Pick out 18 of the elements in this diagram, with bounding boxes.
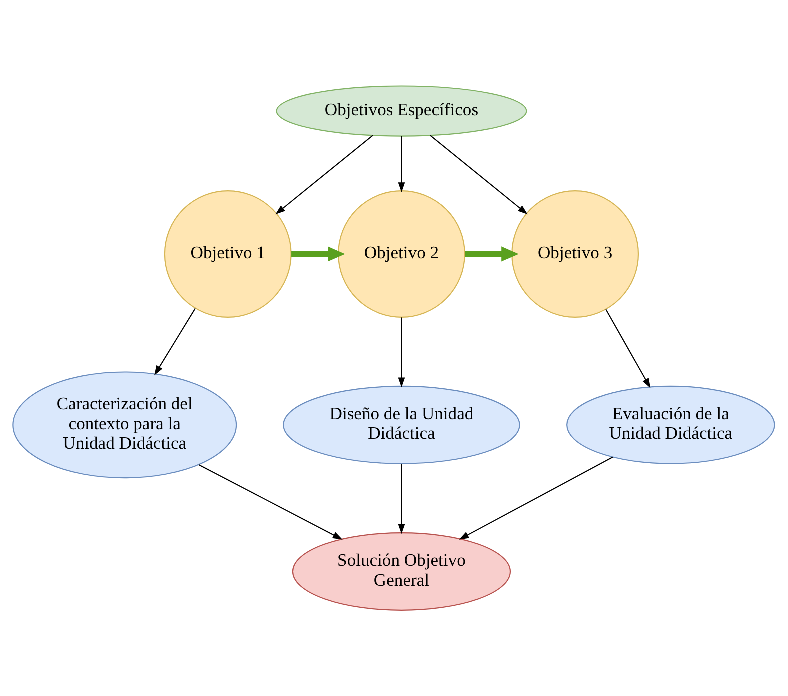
arrow (398, 317, 406, 388)
arrow (292, 246, 346, 262)
arrow (276, 134, 374, 214)
arrow (398, 464, 406, 534)
node-ellipse: Diseño de la Unidad Didáctica (283, 385, 520, 464)
node-ellipse: Evaluación de la Unidad Didáctica (566, 385, 776, 464)
arrow (430, 134, 528, 214)
node-ellipse: Caracterización del contexto para la Unidad Didáctica (12, 371, 238, 478)
node-circle: Objetivo 2 (338, 190, 466, 318)
node-circle: Objetivo 1 (164, 190, 292, 318)
node-ellipse: Objetivos Específicos (276, 85, 528, 136)
arrow (398, 136, 406, 192)
arrow (459, 456, 614, 540)
arrow (606, 308, 651, 388)
arrow (154, 308, 196, 376)
arrow (198, 464, 343, 540)
arrow (465, 246, 519, 262)
node-circle: Objetivo 3 (512, 190, 640, 318)
